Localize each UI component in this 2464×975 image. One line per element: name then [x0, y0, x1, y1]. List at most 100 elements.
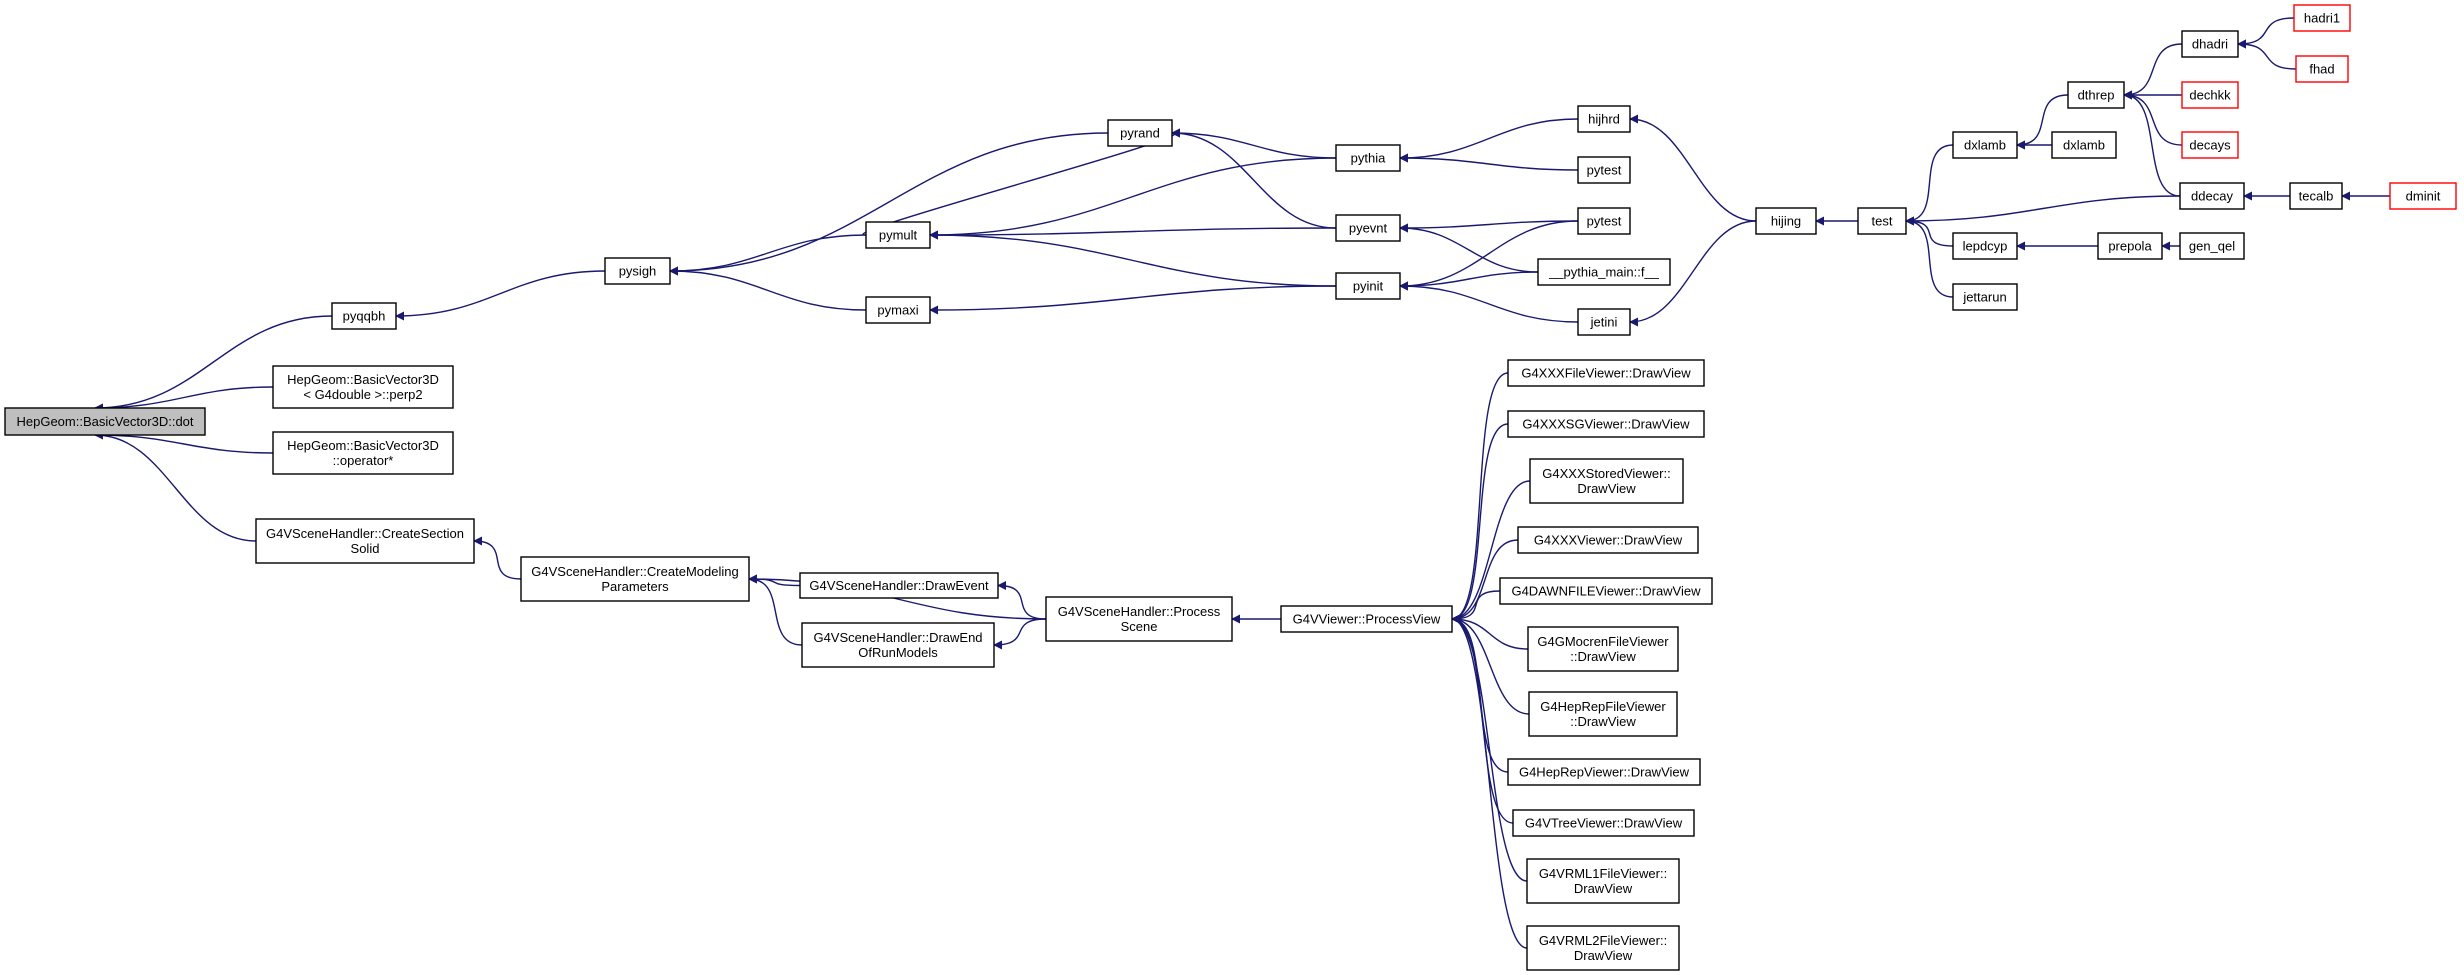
graph-node-v-tree[interactable]: G4VTreeViewer::DrawView	[1512, 809, 1695, 837]
graph-node-perp2[interactable]: HepGeom::BasicVector3D< G4double >::perp…	[272, 365, 454, 409]
node-label: DrawView	[1574, 881, 1633, 896]
graph-node-v-file[interactable]: G4XXXFileViewer::DrawView	[1507, 359, 1705, 387]
node-label: dhadri	[2192, 37, 2228, 52]
graph-node-tecalb[interactable]: tecalb	[2289, 182, 2343, 210]
graph-node-pythia[interactable]: pythia	[1335, 144, 1401, 172]
edge-arrow-ddecay-to-test	[1905, 195, 2181, 226]
graph-node-gen-qel[interactable]: gen_qel	[2179, 232, 2245, 260]
node-box	[1952, 232, 2018, 260]
node-box	[2179, 182, 2245, 210]
graph-node-dxlamb1[interactable]: dxlamb	[1952, 131, 2018, 159]
graph-node-dechkk[interactable]: dechkk	[2181, 81, 2239, 109]
node-box	[1528, 691, 1678, 737]
node-label: G4VSceneHandler::Process	[1058, 604, 1221, 619]
node-box	[799, 572, 999, 599]
graph-node-pymain[interactable]: __pythia_main::f__	[1537, 258, 1671, 286]
graph-edge	[1399, 223, 1539, 273]
edge-arrow-opstar-to-dot	[94, 430, 274, 454]
graph-node-drawevent[interactable]: G4VSceneHandler::DrawEvent	[799, 572, 999, 599]
graph-node-pysigh[interactable]: pysigh	[604, 257, 671, 285]
graph-node-pyqqbh[interactable]: pyqqbh	[331, 302, 397, 330]
graph-edge	[929, 227, 1337, 240]
graph-node-cmp[interactable]: G4VSceneHandler::CreateModelingParameter…	[520, 556, 750, 602]
node-box	[1280, 605, 1453, 633]
node-box	[255, 518, 475, 564]
edge-arrow-dhadri-to-dthrep	[2123, 43, 2183, 100]
node-label: pytest	[1587, 214, 1622, 229]
graph-node-v-dawn[interactable]: G4DAWNFILEViewer::DrawView	[1499, 577, 1713, 605]
graph-edge	[1451, 614, 1530, 715]
graph-node-test[interactable]: test	[1857, 207, 1907, 235]
graph-node-decays[interactable]: decays	[2181, 131, 2239, 159]
graph-node-v-sg[interactable]: G4XXXSGViewer::DrawView	[1507, 410, 1705, 438]
edge-arrow-pyevnt-to-pymult	[929, 227, 1337, 240]
graph-node-v-hr[interactable]: G4HepRepViewer::DrawView	[1507, 758, 1701, 786]
node-box	[1507, 410, 1705, 438]
graph-edge	[1399, 220, 1579, 291]
edge-arrow-v_hrf-to-procview	[1451, 614, 1530, 715]
graph-node-jetini[interactable]: jetini	[1577, 308, 1631, 336]
graph-node-dminit[interactable]: dminit	[2389, 182, 2457, 210]
graph-node-v-xxx[interactable]: G4XXXViewer::DrawView	[1517, 526, 1699, 554]
edge-arrow-jetini-to-pyinit	[1399, 281, 1579, 323]
graph-edge	[1171, 128, 1337, 159]
node-label: HepGeom::BasicVector3D::dot	[16, 414, 193, 429]
graph-node-pyevnt[interactable]: pyevnt	[1335, 214, 1401, 242]
graph-node-v-stored[interactable]: G4XXXStoredViewer::DrawView	[1529, 458, 1684, 504]
node-label: dxlamb	[2063, 138, 2105, 153]
node-box	[2067, 81, 2125, 109]
graph-node-jettarun[interactable]: jettarun	[1952, 283, 2018, 311]
graph-node-hijing[interactable]: hijing	[1755, 207, 1817, 235]
graph-node-pyrand[interactable]: pyrand	[1107, 119, 1173, 147]
graph-node-hijhrd[interactable]: hijhrd	[1577, 105, 1631, 133]
graph-node-dhadri[interactable]: dhadri	[2181, 30, 2239, 58]
graph-node-v-vrml2[interactable]: G4VRML2FileViewer::DrawView	[1526, 925, 1680, 971]
graph-node-v-vrml1[interactable]: G4VRML1FileViewer::DrawView	[1526, 858, 1680, 904]
node-label: lepdcyp	[1963, 239, 2008, 254]
node-label: G4XXXFileViewer::DrawView	[1521, 366, 1691, 381]
graph-node-dxlamb2[interactable]: dxlamb	[2051, 131, 2117, 159]
node-label: pyinit	[1353, 279, 1384, 294]
graph-edge	[395, 270, 606, 321]
edge-arrow-lepdcyp-to-test	[1905, 216, 1954, 247]
graph-node-lepdcyp[interactable]: lepdcyp	[1952, 232, 2018, 260]
node-label: fhad	[2309, 62, 2334, 77]
graph-node-v-hrf[interactable]: G4HepRepFileViewer::DrawView	[1528, 691, 1678, 737]
graph-edge	[2123, 90, 2181, 197]
graph-node-pymult[interactable]: pymult	[865, 221, 931, 249]
node-label: G4VSceneHandler::DrawEnd	[813, 630, 982, 645]
graph-edge	[1905, 144, 1954, 226]
node-box	[2389, 182, 2457, 210]
node-box	[2097, 232, 2163, 260]
graph-node-pytest1[interactable]: pytest	[1577, 156, 1631, 184]
node-label: ddecay	[2191, 189, 2233, 204]
node-box	[1507, 359, 1705, 387]
graph-edge	[1399, 281, 1579, 323]
edge-arrow-pymain-to-pyinit	[1399, 271, 1539, 291]
graph-node-procview[interactable]: G4VViewer::ProcessView	[1280, 605, 1453, 633]
graph-node-hadri1[interactable]: hadri1	[2293, 4, 2351, 32]
graph-node-v-gmoc[interactable]: G4GMocrenFileViewer::DrawView	[1527, 626, 1679, 672]
edge-arrow-drawend-to-cmp	[748, 574, 803, 646]
graph-node-prepola[interactable]: prepola	[2097, 232, 2163, 260]
graph-node-dthrep[interactable]: dthrep	[2067, 81, 2125, 109]
graph-node-ddecay[interactable]: ddecay	[2179, 182, 2245, 210]
edge-arrow-perp2-to-dot	[94, 386, 274, 413]
graph-node-opstar[interactable]: HepGeom::BasicVector3D::operator*	[272, 431, 454, 475]
graph-node-dot[interactable]: HepGeom::BasicVector3D::dot	[4, 407, 206, 436]
graph-node-pyinit[interactable]: pyinit	[1335, 272, 1401, 300]
graph-edge	[94, 430, 274, 454]
graph-node-pymaxi[interactable]: pymaxi	[865, 296, 931, 324]
node-label: pyrand	[1120, 126, 1160, 141]
graph-edge	[2237, 17, 2295, 49]
node-box	[1755, 207, 1817, 235]
node-label: < G4double >::perp2	[303, 387, 422, 402]
graph-node-pytest2[interactable]: pytest	[1577, 207, 1631, 235]
edge-arrow-pymult-to-pyrand	[862, 128, 1181, 236]
graph-edge	[94, 315, 333, 413]
graph-node-fhad[interactable]: fhad	[2295, 55, 2349, 83]
graph-edge	[1905, 216, 1954, 247]
